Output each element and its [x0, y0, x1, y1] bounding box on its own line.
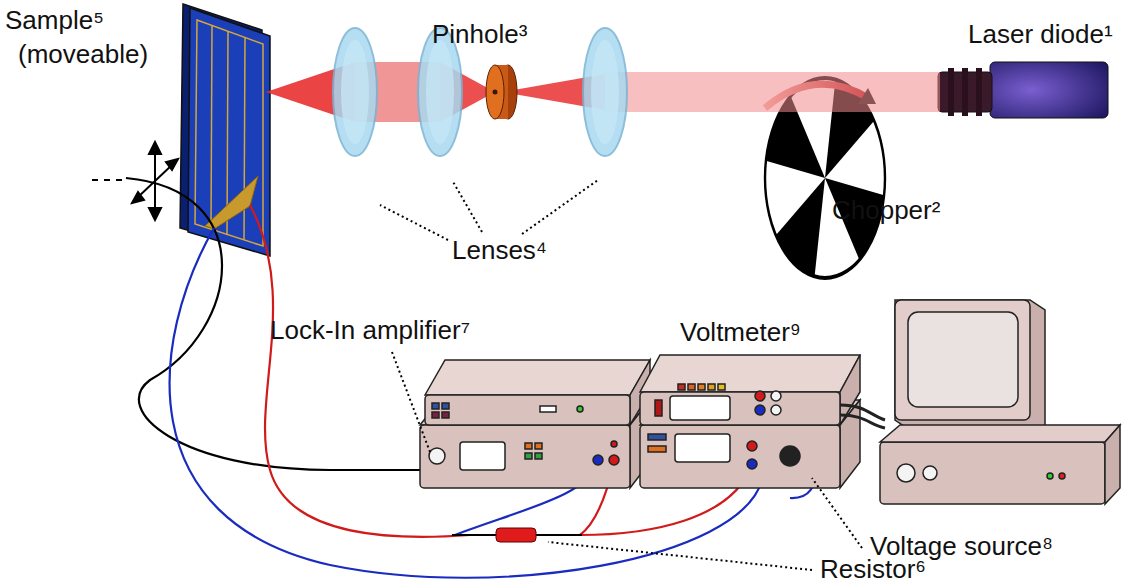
lock-in-amplifier: [420, 360, 650, 488]
part-label: (moveable): [18, 40, 148, 69]
part-label: Lock-In amplifier⁷: [270, 316, 470, 345]
leader-lines: [380, 180, 862, 570]
voltmeter-and-source: [640, 355, 860, 488]
move-arrows: [132, 142, 178, 220]
part-label: Sample⁵: [5, 6, 104, 35]
part-label: Chopper²: [832, 196, 940, 225]
part-label: Lenses⁴: [452, 236, 547, 265]
part-label: Voltmeter⁹: [680, 318, 801, 347]
computer: [840, 300, 1120, 504]
part-label: Laser diode¹: [968, 20, 1113, 49]
laser-diode: [938, 62, 1108, 118]
pinhole: [486, 65, 517, 119]
part-label: Resistor⁶: [820, 555, 926, 584]
part-label: Pinhole³: [432, 20, 527, 49]
resistor-symbol: [452, 528, 582, 542]
